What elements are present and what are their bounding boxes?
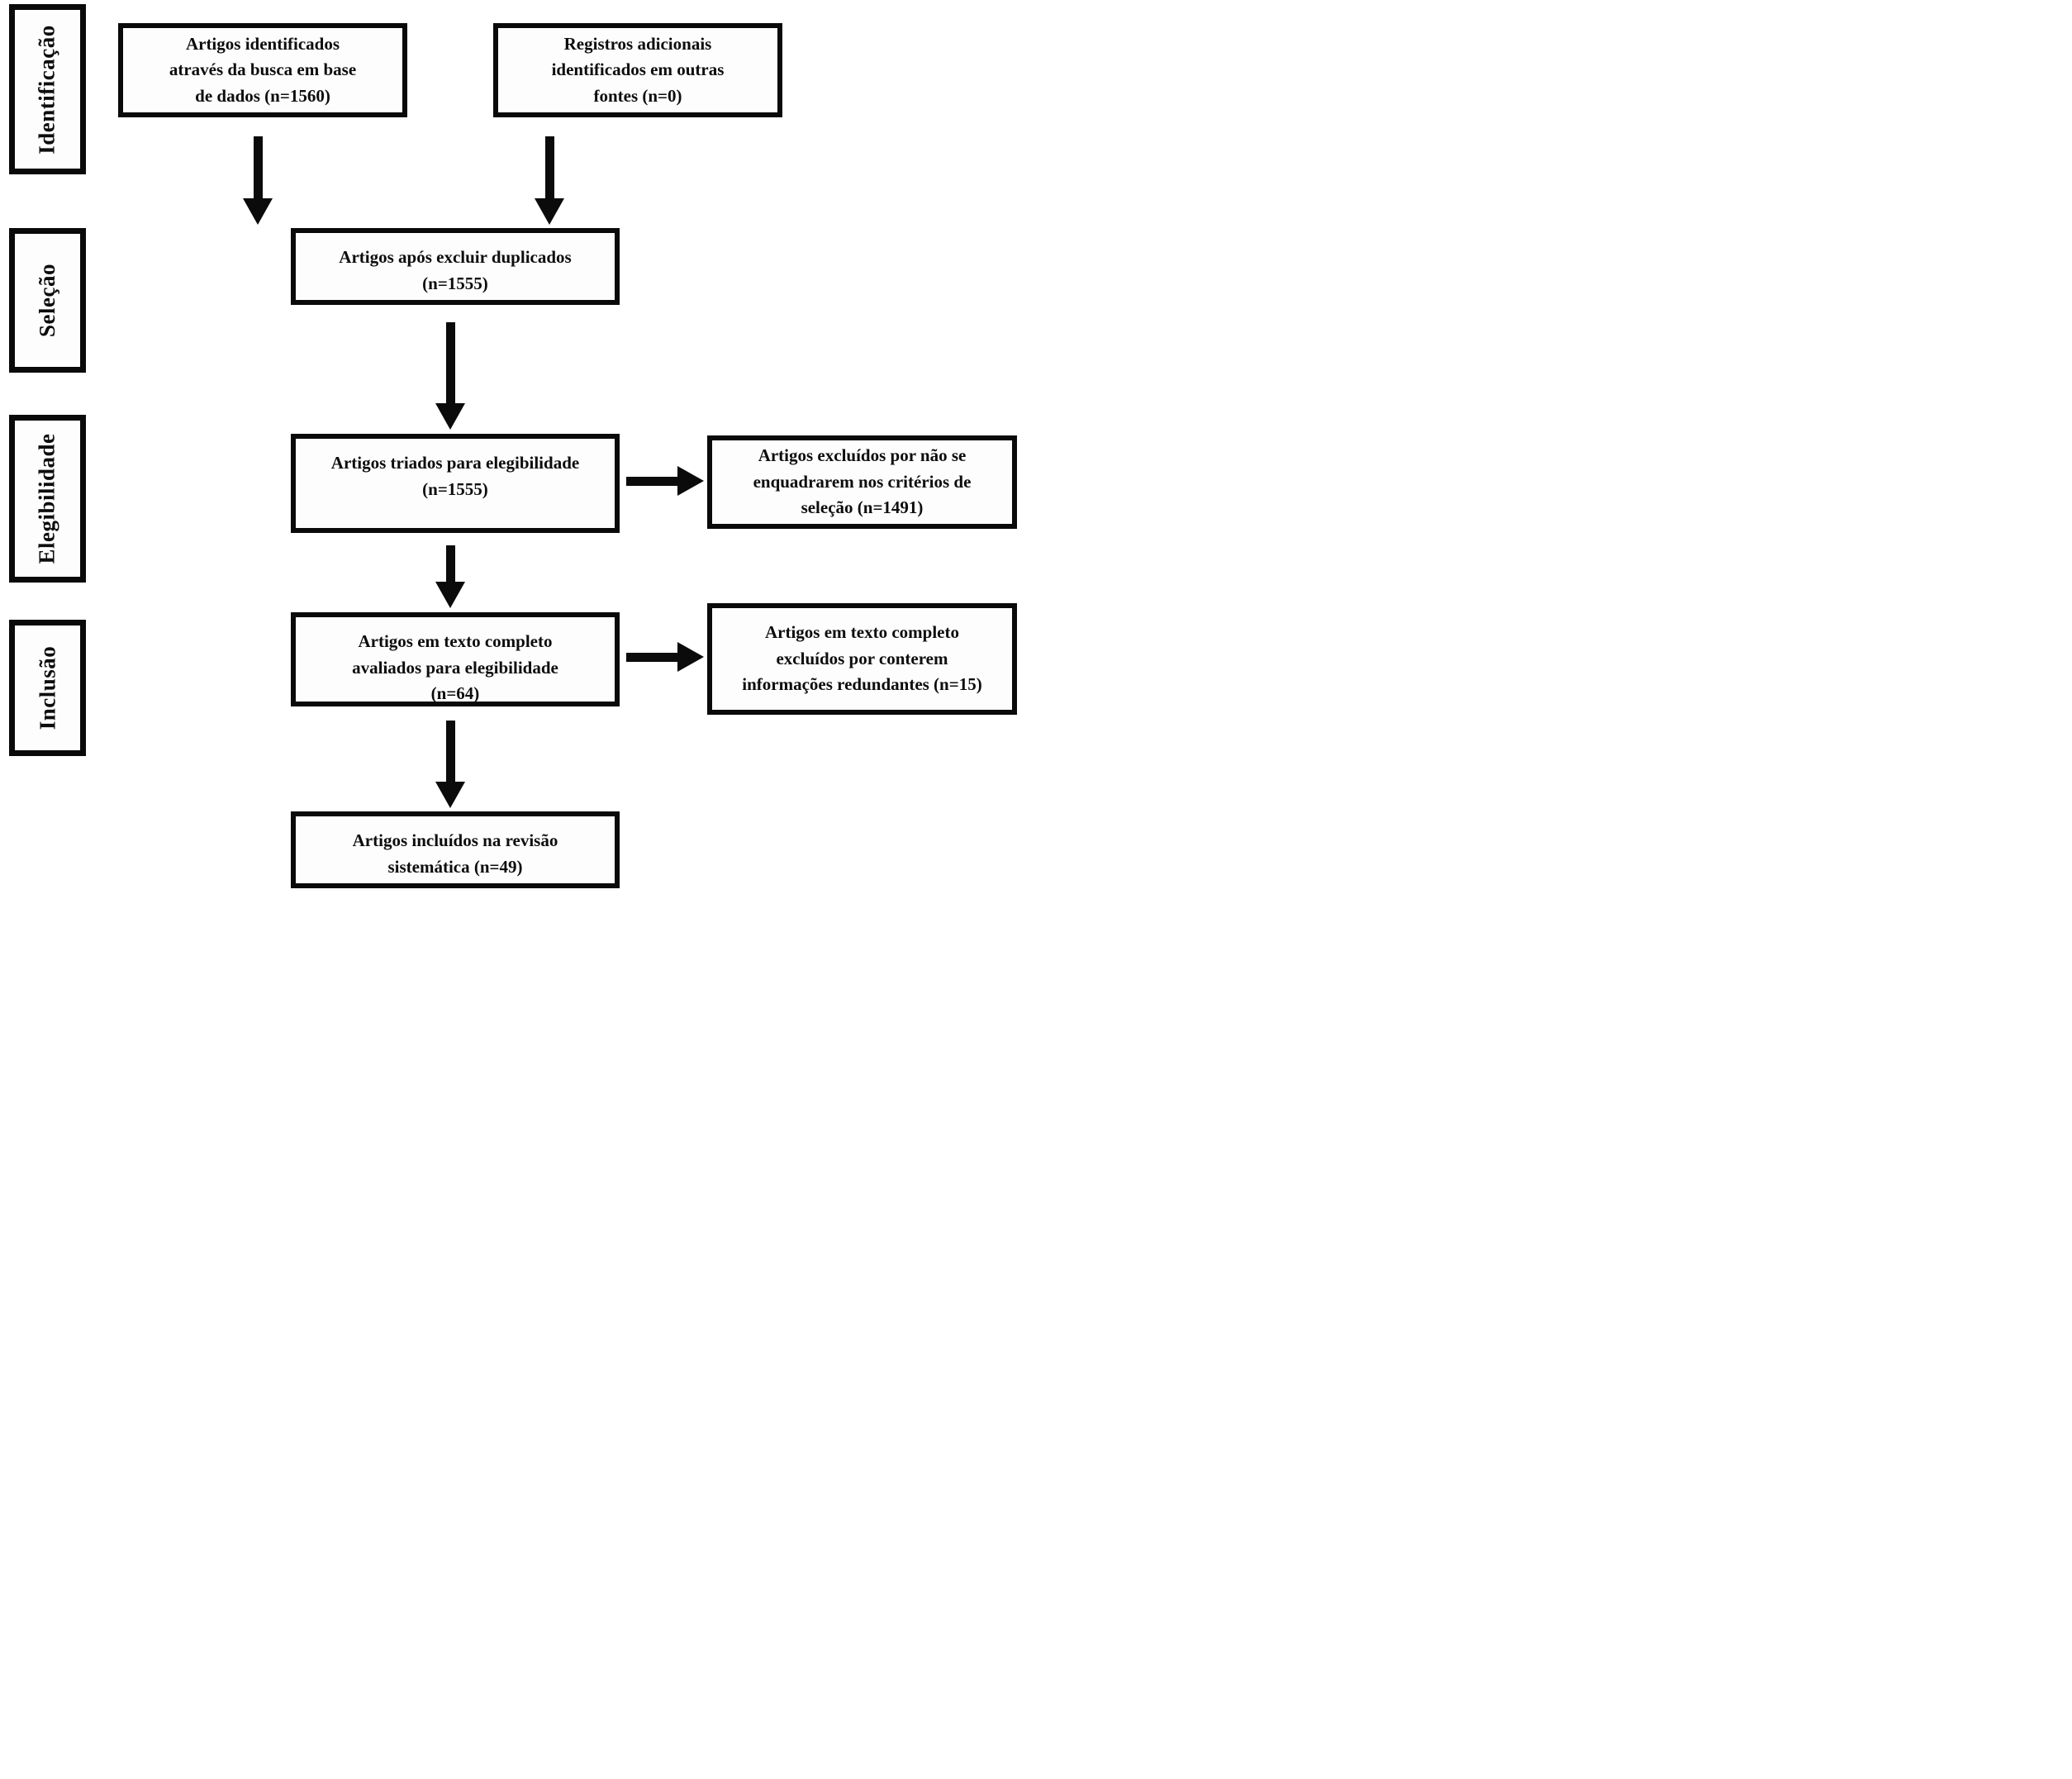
box-excluded-criteria: Artigos excluídos por não se enquadrarem… (707, 435, 1017, 529)
stage-box-inclusao: Inclusão (9, 620, 86, 756)
arrow-down-duplicates-to-screened (435, 322, 465, 430)
arrow-down-identified-to-duplicates (243, 136, 273, 225)
arrow-head-right-icon (677, 466, 704, 496)
stage-label-selecao: Seleção (35, 264, 60, 337)
stage-label-identificacao: Identificação (35, 24, 60, 155)
box-fulltext-excluded: Artigos em texto completo excluídos por … (707, 603, 1017, 715)
arrow-shaft (445, 322, 455, 403)
box-after-duplicates: Artigos após excluir duplicados (n=1555) (291, 228, 620, 305)
box-identified-database-text: Artigos identificados através da busca e… (169, 33, 357, 106)
arrow-head-down-icon (435, 403, 465, 430)
box-after-duplicates-text: Artigos após excluir duplicados (n=1555) (339, 247, 572, 293)
arrow-shaft (445, 721, 455, 782)
stage-box-selecao: Seleção (9, 228, 86, 373)
arrow-head-down-icon (435, 582, 465, 608)
arrow-head-down-icon (535, 198, 564, 225)
arrow-down-screened-to-fulltext (435, 545, 465, 608)
arrow-shaft (253, 136, 263, 198)
box-included: Artigos incluídos na revisão sistemática… (291, 811, 620, 888)
box-identified-database: Artigos identificados através da busca e… (118, 23, 407, 117)
box-additional-records-text: Registros adicionais identificados em ou… (551, 33, 725, 106)
arrow-right-screened-to-excluded (626, 466, 704, 496)
prisma-flow-diagram: Identificação Seleção Elegibilidade Incl… (0, 0, 1036, 890)
arrow-down-additional-to-duplicates (535, 136, 564, 225)
box-included-text: Artigos incluídos na revisão sistemática… (352, 830, 558, 877)
arrow-shaft (544, 136, 554, 198)
stage-label-inclusao: Inclusão (35, 645, 60, 730)
arrow-head-down-icon (435, 782, 465, 808)
arrow-shaft (626, 476, 677, 486)
stage-box-elegibilidade: Elegibilidade (9, 415, 86, 583)
box-excluded-criteria-text: Artigos excluídos por não se enquadrarem… (753, 445, 972, 518)
stage-box-identificacao: Identificação (9, 4, 86, 174)
stage-label-elegibilidade: Elegibilidade (35, 433, 60, 564)
arrow-head-down-icon (243, 198, 273, 225)
box-fulltext-excluded-text: Artigos em texto completo excluídos por … (742, 622, 982, 695)
box-fulltext-assessed-text: Artigos em texto completo avaliados para… (352, 631, 558, 703)
box-screened-text: Artigos triados para elegibilidade (n=15… (330, 453, 580, 499)
box-screened: Artigos triados para elegibilidade (n=15… (291, 434, 620, 533)
box-additional-records: Registros adicionais identificados em ou… (493, 23, 782, 117)
arrow-shaft (626, 652, 677, 662)
arrow-head-right-icon (677, 642, 704, 672)
arrow-right-fulltext-to-excluded (626, 642, 704, 672)
box-fulltext-assessed: Artigos em texto completo avaliados para… (291, 612, 620, 706)
arrow-down-fulltext-to-included (435, 721, 465, 808)
arrow-shaft (445, 545, 455, 582)
